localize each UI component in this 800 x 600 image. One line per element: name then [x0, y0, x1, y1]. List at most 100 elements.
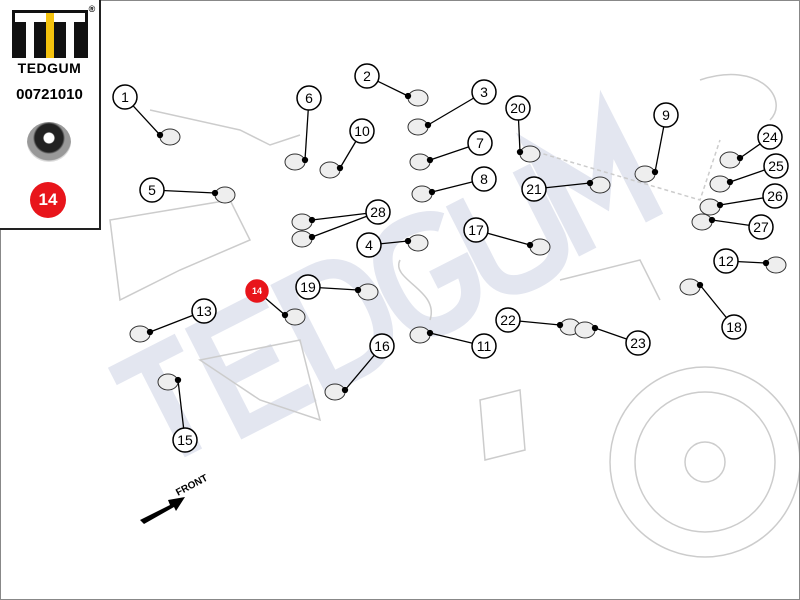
callout-6[interactable]: 6: [296, 85, 322, 111]
leader-dot: [651, 168, 659, 176]
leader-dot: [301, 156, 309, 164]
watermark-letter: [184, 290, 317, 440]
callout-16[interactable]: 16: [369, 333, 395, 359]
callout-number: 20: [510, 100, 526, 116]
callout-19[interactable]: 19: [295, 274, 321, 300]
callout-circle[interactable]: [295, 274, 321, 300]
callout-number: 26: [767, 188, 783, 204]
callout-5[interactable]: 5: [139, 177, 165, 203]
leader-dot: [556, 321, 564, 329]
callout-26[interactable]: 26: [762, 183, 788, 209]
callout-circle[interactable]: [112, 84, 138, 110]
callout-number: 3: [480, 84, 488, 100]
part-number: 00721010: [16, 86, 83, 103]
callout-number: 17: [468, 222, 484, 238]
watermark-graphic: [107, 89, 664, 458]
callout-27[interactable]: 27: [748, 214, 774, 240]
callout-circle[interactable]: [139, 177, 165, 203]
callout-21[interactable]: 21: [521, 176, 547, 202]
callout-number: 15: [177, 432, 193, 448]
leader-dot: [354, 286, 362, 294]
callout-number: 22: [500, 312, 516, 328]
callout-circle[interactable]: [191, 298, 217, 324]
callout-4[interactable]: 4: [356, 232, 382, 258]
callout-circle[interactable]: [713, 248, 739, 274]
callout-10[interactable]: 10: [349, 118, 375, 144]
callout-12[interactable]: 12: [713, 248, 739, 274]
leader-dot: [308, 216, 316, 224]
callout-circle[interactable]: [172, 427, 198, 453]
callout-28[interactable]: 28: [365, 199, 391, 225]
callout-number: 13: [196, 303, 212, 319]
callout-circle[interactable]: [495, 307, 521, 333]
spring: [397, 259, 433, 321]
link: [559, 259, 661, 301]
callout-number: 21: [526, 181, 542, 197]
leader-dot: [591, 324, 599, 332]
callout-8[interactable]: 8: [471, 166, 497, 192]
watermark-letter: [445, 163, 569, 295]
watermark-letter: [515, 89, 664, 257]
rear-axle: [529, 139, 721, 201]
callout-24[interactable]: 24: [757, 124, 783, 150]
leader-dot: [156, 131, 164, 139]
callout-number: 9: [662, 107, 670, 123]
callout-3[interactable]: 3: [471, 79, 497, 105]
callout-number: 24: [762, 129, 778, 145]
subframe: [109, 199, 252, 302]
control-arm: [198, 339, 322, 422]
callout-number: 11: [477, 338, 492, 354]
callout-9[interactable]: 9: [653, 102, 679, 128]
callout-circle[interactable]: [471, 166, 497, 192]
leader-dot: [404, 92, 412, 100]
callout-25[interactable]: 25: [763, 153, 789, 179]
callout-1[interactable]: 1: [112, 84, 138, 110]
callout-circle[interactable]: [625, 330, 651, 356]
leader-dot: [336, 164, 344, 172]
callout-circle[interactable]: [349, 118, 375, 144]
callout-circle[interactable]: [505, 95, 531, 121]
steering-wheel: [699, 73, 777, 121]
callout-circle[interactable]: [721, 314, 747, 340]
callout-number: 28: [370, 204, 386, 220]
callout-circle[interactable]: [369, 333, 395, 359]
leader-dot: [146, 328, 154, 336]
callout-20[interactable]: 20: [505, 95, 531, 121]
callout-2[interactable]: 2: [354, 63, 380, 89]
callout-15[interactable]: 15: [172, 427, 198, 453]
leader-dot: [174, 376, 182, 384]
callout-circle[interactable]: [356, 232, 382, 258]
callout-circle[interactable]: [471, 79, 497, 105]
callout-circle[interactable]: [365, 199, 391, 225]
callout-circle[interactable]: [521, 176, 547, 202]
part-shapes: [129, 89, 787, 401]
callout-circle[interactable]: [471, 333, 497, 359]
callout-13[interactable]: 13: [191, 298, 217, 324]
callout-circle[interactable]: [757, 124, 783, 150]
callout-circle[interactable]: [748, 214, 774, 240]
callout-17[interactable]: 17: [463, 217, 489, 243]
product-panel: ® TEDGUM 00721010 14: [0, 0, 101, 230]
callout-7[interactable]: 7: [467, 130, 493, 156]
callout-circle[interactable]: [354, 63, 380, 89]
callout-18[interactable]: 18: [721, 314, 747, 340]
stabilizer-bar: [149, 109, 301, 146]
callout-22[interactable]: 22: [495, 307, 521, 333]
callout-14[interactable]: 14: [245, 279, 269, 303]
callout-number: 5: [148, 182, 156, 198]
callout-circle[interactable]: [463, 217, 489, 243]
callout-23[interactable]: 23: [625, 330, 651, 356]
callout-circle[interactable]: [467, 130, 493, 156]
callout-circle[interactable]: [296, 85, 322, 111]
callout-number: 7: [476, 135, 484, 151]
leader-dot: [424, 121, 432, 129]
leader-dot: [708, 216, 716, 224]
callout-circle[interactable]: [763, 153, 789, 179]
callout-11[interactable]: 11: [471, 333, 497, 359]
leader-dot: [696, 281, 704, 289]
callout-circle[interactable]: [762, 183, 788, 209]
callout-circle[interactable]: [653, 102, 679, 128]
callout-number: 2: [363, 68, 371, 84]
callout-circle[interactable]: [245, 279, 269, 303]
